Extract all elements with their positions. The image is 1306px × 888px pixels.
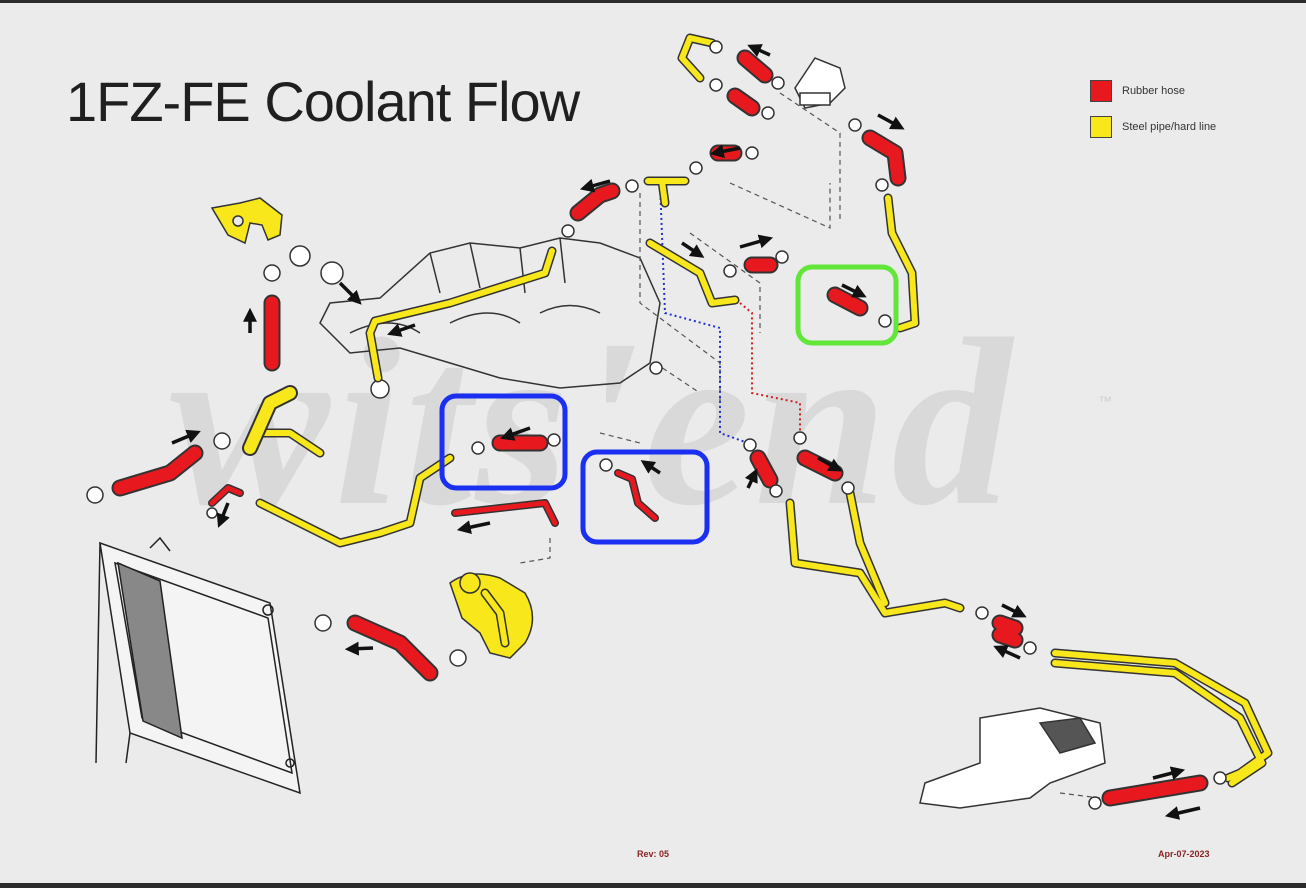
water-pump-housing xyxy=(449,572,534,659)
date-label: Apr-07-2023 xyxy=(1158,849,1210,859)
legend: Rubber hose Steel pipe/hard line xyxy=(1090,79,1216,151)
legend-item-steel-pipe: Steel pipe/hard line xyxy=(1090,115,1216,139)
heater-core xyxy=(919,707,1106,809)
legend-label: Rubber hose xyxy=(1122,85,1185,97)
blue-dotted-line xyxy=(659,182,749,444)
watermark-text: wits'end xyxy=(170,289,1016,555)
legend-item-rubber-hose: Rubber hose xyxy=(1090,79,1216,103)
flow-arrows xyxy=(171,44,1201,820)
throttle-valve xyxy=(794,57,846,109)
coolant-diagram: wits'end xyxy=(86,33,1273,820)
page-title: 1FZ-FE Coolant Flow xyxy=(66,70,580,133)
highlight-box-green xyxy=(795,264,899,346)
highlight-box-blue-2 xyxy=(580,449,710,545)
legend-swatch-yellow xyxy=(1090,116,1112,138)
radiator xyxy=(95,536,301,795)
watermark-trademark: ™ xyxy=(1098,393,1112,409)
legend-swatch-red xyxy=(1090,80,1112,102)
hose-clamps xyxy=(86,40,1227,810)
diagram-sheet: wits'end xyxy=(0,3,1306,883)
engine-block-outline xyxy=(319,237,661,389)
steel-pipes xyxy=(242,33,1273,788)
highlight-box-blue-1 xyxy=(439,393,568,491)
legend-label: Steel pipe/hard line xyxy=(1122,121,1217,133)
rubber-hoses xyxy=(111,49,1209,807)
revision-label: Rev: 05 xyxy=(637,849,670,859)
red-dotted-line xyxy=(739,302,801,433)
